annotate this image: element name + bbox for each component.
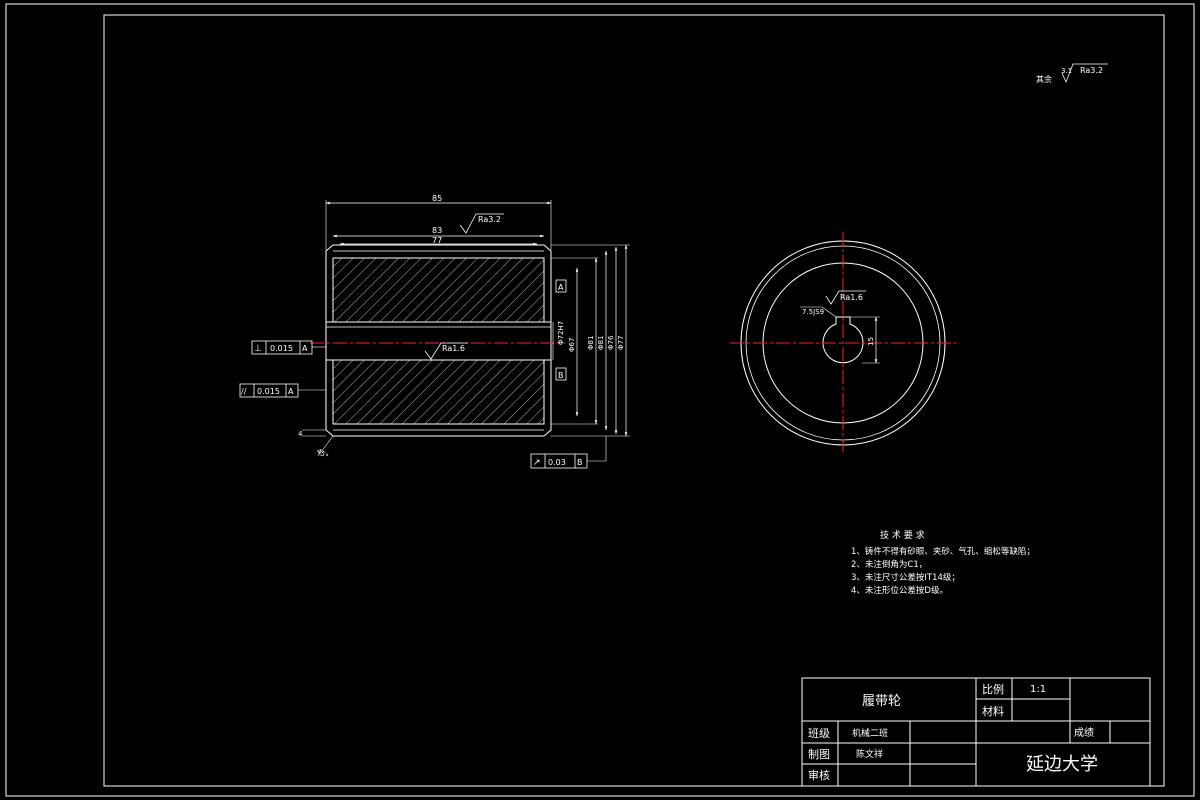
part-name: 履带轮: [862, 694, 901, 709]
general-surface-finish: 其余 3.1 Ra3.2: [1036, 63, 1108, 84]
finish-mark: 3.1: [1061, 67, 1072, 75]
svg-text:B: B: [577, 458, 583, 467]
tolerance-parallelism: // 0.015 A: [239, 383, 326, 398]
finish-value: Ra3.2: [1080, 66, 1103, 75]
svg-text:0.015: 0.015: [257, 387, 280, 396]
drawn-label: 制图: [808, 748, 830, 761]
technical-requirements: 技 术 要 求 1、铸件不得有砂眼、夹砂、气孔、缩松等缺陷； 2、未注倒角为C1…: [851, 529, 1035, 596]
bore-keyway: [822, 316, 864, 364]
svg-text://: //: [241, 387, 247, 396]
svg-text:⊥: ⊥: [254, 344, 262, 354]
dim-85: 85: [432, 194, 442, 203]
chamfer-angle: 45°: [315, 447, 330, 461]
title-block: [801, 677, 1151, 787]
svg-text:A: A: [288, 387, 294, 396]
material-label: 材料: [982, 704, 1004, 718]
finish-bore: Ra1.6: [442, 344, 465, 353]
tech-title: 技 术 要 求: [880, 529, 925, 541]
scale-label: 比例: [982, 682, 1004, 696]
tech-item-1: 1、铸件不得有砂眼、夹砂、气孔、缩松等缺陷；: [851, 546, 1035, 557]
datum-a-label: A: [558, 283, 564, 292]
datum-box-a: [555, 279, 567, 293]
finish-prefix: 其余: [1036, 74, 1052, 84]
outer-border: [5, 3, 1195, 797]
dim-d3: Φ81: [587, 336, 595, 350]
dim-83: 83: [432, 226, 442, 235]
tolerance-perpendicularity: ⊥ 0.015 A: [251, 340, 326, 355]
svg-text:A: A: [302, 344, 308, 353]
dim-d5: Φ76: [607, 335, 615, 350]
svg-text:↗: ↗: [533, 458, 541, 468]
svg-text:0.015: 0.015: [270, 344, 293, 353]
dim-77: 77: [432, 236, 442, 245]
dim-d1: Φ72H7: [557, 321, 565, 345]
side-view: 7.5JS9 Ra1.6 15: [730, 232, 956, 452]
tech-item-4: 4、未注形位公差按D级。: [851, 585, 948, 596]
chamfer-label: 4: [298, 430, 303, 438]
datum-b-label: B: [558, 371, 564, 380]
class-label: 班级: [808, 727, 830, 740]
hatch-lower: [332, 359, 545, 425]
tolerance-runout: ↗ 0.03 B: [530, 436, 607, 469]
scale-value: 1:1: [1030, 684, 1046, 695]
dim-d4: Φ81: [597, 336, 605, 350]
grade-label: 成绩: [1074, 726, 1094, 739]
finish-top: Ra3.2: [478, 215, 501, 224]
tech-item-3: 3、未注尺寸公差按IT14级；: [851, 572, 960, 583]
keyway-depth: 15: [867, 337, 875, 346]
dim-d2: Φ67: [568, 338, 576, 352]
svg-text:0.03: 0.03: [548, 458, 566, 467]
class-value: 机械二班: [852, 727, 888, 739]
hatch-upper: [332, 257, 545, 323]
review-label: 审核: [808, 768, 830, 782]
school-name: 延边大学: [1026, 754, 1098, 775]
front-section-view: 85 83 77 Ra3.2 Ra1.6 Φ72H7 Φ67 Φ81 Φ81 Φ…: [239, 194, 630, 469]
keyway-tolerance: 7.5JS9: [802, 308, 824, 316]
side-finish: Ra1.6: [840, 293, 863, 302]
dim-d6: Φ77: [617, 336, 625, 350]
inner-border: [103, 14, 1165, 787]
tech-item-2: 2、未注倒角为C1，: [851, 559, 927, 570]
drawn-value: 陈文祥: [856, 748, 883, 760]
datum-box-b: [555, 367, 567, 381]
